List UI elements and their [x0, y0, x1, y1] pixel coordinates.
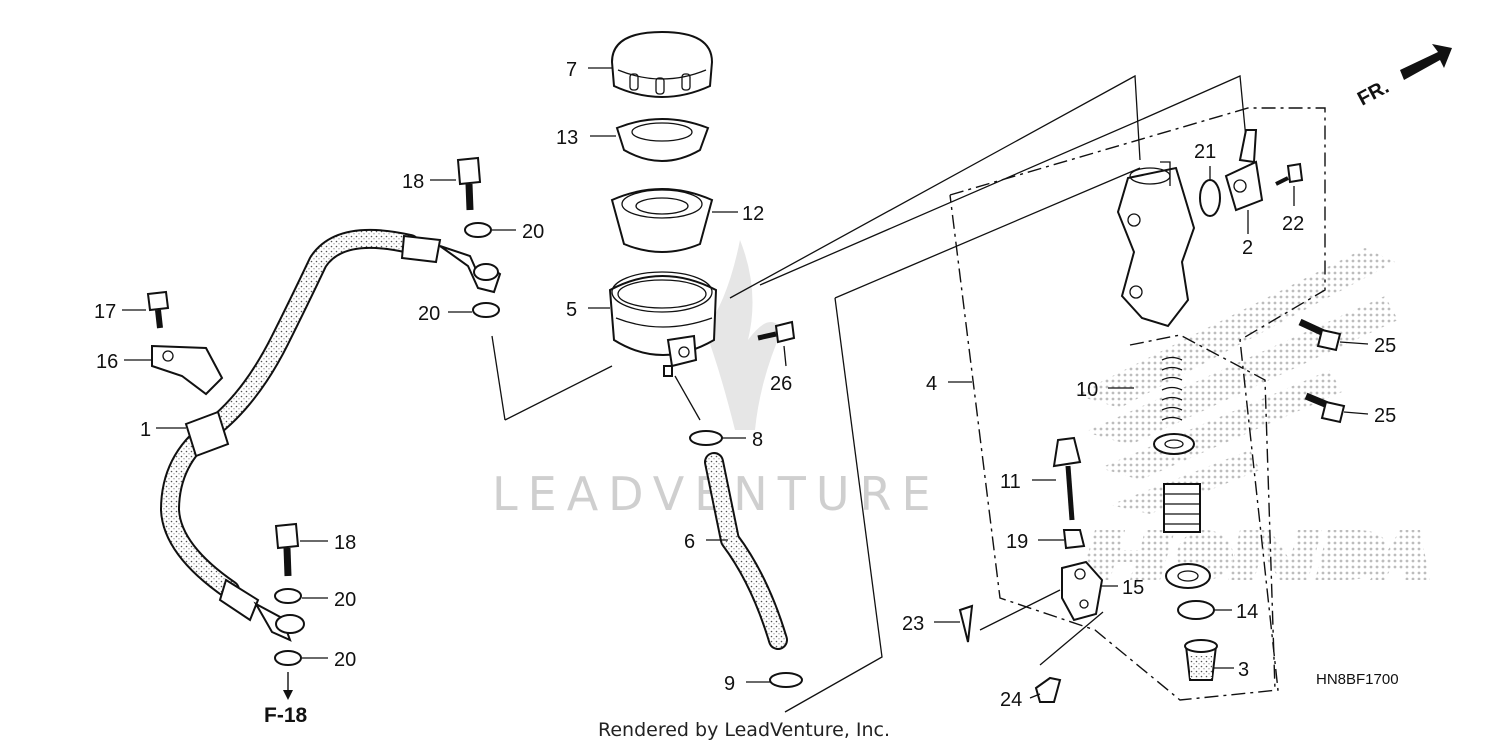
piston-boot [1184, 639, 1218, 681]
clamp-bolt [146, 290, 170, 329]
circlip [1177, 600, 1215, 620]
callout-label-24: 24 [1000, 689, 1022, 711]
piston-set [1153, 356, 1211, 589]
callout-label-17: 17 [94, 301, 116, 323]
sealing-washer-1 [464, 222, 492, 238]
hose-clip-upper [689, 430, 723, 446]
master-cylinder-body [1116, 161, 1196, 328]
callout-labels: 7 13 12 5 26 8 6 9 18 20 20 17 16 1 18 2… [94, 59, 1396, 711]
reservoir-diaphragm [610, 188, 714, 253]
callout-label-20-d: 20 [334, 649, 356, 671]
reservoir-cap [610, 30, 714, 98]
callout-label-13: 13 [556, 127, 578, 149]
callout-label-8: 8 [752, 429, 763, 451]
mounting-bolt-1 [1298, 318, 1342, 352]
brake-hose [160, 228, 502, 642]
callout-label-14: 14 [1236, 601, 1258, 623]
callout-label-1: 1 [140, 419, 151, 441]
assembly-boundary [491, 74, 1326, 713]
lock-nut [1062, 529, 1086, 550]
sealing-washer-3 [274, 588, 302, 604]
callout-label-2: 2 [1242, 237, 1253, 259]
hose-clamp [151, 344, 224, 396]
callout-leaders [122, 67, 1369, 699]
callout-label-20-c: 20 [334, 589, 356, 611]
callout-label-11: 11 [1000, 471, 1021, 493]
hose-joint [1224, 129, 1264, 212]
callout-label-25-a: 25 [1374, 335, 1396, 357]
callout-label-10: 10 [1076, 379, 1098, 401]
flame-watermark [705, 240, 782, 430]
callout-label-16: 16 [96, 351, 118, 373]
honda-logo-wordmark [1080, 530, 1430, 580]
reservoir-tank [608, 271, 718, 377]
sealing-washer-2 [472, 302, 500, 318]
callout-label-3: 3 [1238, 659, 1249, 681]
callout-label-12: 12 [742, 203, 764, 225]
diagram-code: HN8BF1700 [1316, 671, 1399, 688]
callout-label-21: 21 [1194, 141, 1216, 163]
reference-arrow [283, 672, 293, 700]
callout-label-4: 4 [926, 373, 937, 395]
callout-label-19: 19 [1006, 531, 1028, 553]
callout-label-20-b: 20 [418, 303, 440, 325]
callout-label-25-b: 25 [1374, 405, 1396, 427]
callout-label-9: 9 [724, 673, 735, 695]
o-ring [1199, 179, 1221, 217]
honda-wing-logo [1075, 248, 1430, 580]
callout-label-5: 5 [566, 299, 577, 321]
union-bolt-lower [274, 522, 300, 577]
union-bolt-upper [456, 156, 482, 211]
callout-label-15: 15 [1122, 577, 1144, 599]
front-direction-label: FR. [1354, 76, 1393, 111]
render-credit: Rendered by LeadVenture, Inc. [598, 719, 890, 741]
hose-clip-lower [769, 672, 803, 688]
callout-label-22: 22 [1282, 213, 1304, 235]
callout-label-20-a: 20 [522, 221, 544, 243]
callout-label-26: 26 [770, 373, 792, 395]
sealing-washer-4 [274, 650, 302, 666]
joint-screw [1275, 162, 1304, 186]
callout-label-18-upper: 18 [402, 171, 424, 193]
cotter-pin [958, 604, 974, 643]
push-rod-joint [1061, 560, 1104, 622]
push-rod [1052, 436, 1082, 521]
callout-label-23: 23 [902, 613, 924, 635]
callout-label-6: 6 [684, 531, 695, 553]
joint-pin [1034, 676, 1062, 703]
mounting-bolt-2 [1304, 392, 1346, 424]
reservoir-screw [757, 320, 796, 344]
reservoir-plate [615, 118, 710, 162]
reference-label: F-18 [264, 704, 308, 727]
callout-label-7: 7 [566, 59, 577, 81]
callout-label-18-lower: 18 [334, 532, 356, 554]
front-direction-arrow: FR. [1354, 44, 1452, 110]
reservoir-hose [704, 452, 788, 650]
